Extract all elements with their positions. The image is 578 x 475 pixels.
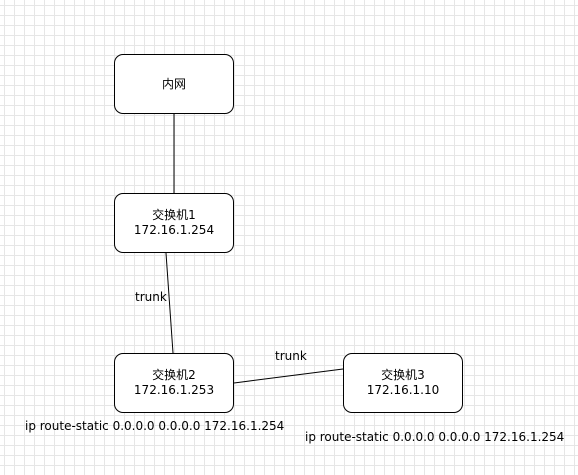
edge-switch1-switch2 — [165, 252, 174, 354]
node-switch2-ip: 172.16.1.253 — [133, 383, 215, 397]
node-switch3[interactable]: 交换机3 172.16.1.10 — [343, 353, 463, 413]
switch2-route-annotation: ip route-static 0.0.0.0 0.0.0.0 172.16.1… — [25, 419, 285, 433]
switch3-route-annotation: ip route-static 0.0.0.0 0.0.0.0 172.16.1… — [305, 430, 565, 444]
node-switch1-ip: 172.16.1.254 — [133, 223, 215, 237]
edge-label-switch2-switch3: trunk — [275, 349, 307, 363]
edge-label-switch1-switch2: trunk — [135, 290, 167, 304]
edge-switch2-switch3 — [233, 368, 344, 384]
node-switch1[interactable]: 交换机1 172.16.1.254 — [114, 193, 234, 253]
node-intranet[interactable]: 内网 — [114, 54, 234, 114]
node-intranet-name: 内网 — [161, 76, 186, 91]
node-switch2-name: 交换机2 — [152, 368, 196, 382]
node-switch3-name: 交换机3 — [381, 368, 425, 382]
node-switch1-name: 交换机1 — [152, 208, 196, 222]
node-switch3-ip: 172.16.1.10 — [366, 383, 440, 397]
node-switch2[interactable]: 交换机2 172.16.1.253 — [114, 353, 234, 413]
